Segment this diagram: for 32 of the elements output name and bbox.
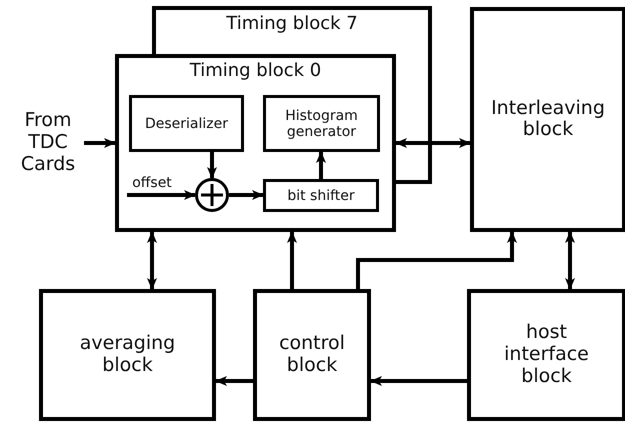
text-label: offset [131, 174, 173, 192]
process-box [263, 179, 379, 212]
arrow [565, 231, 575, 290]
block-box [470, 7, 625, 232]
block-box [39, 289, 216, 421]
block-title: Timing block 7 [225, 14, 359, 35]
arrow [316, 151, 326, 179]
block-title: Timing block 0 [188, 61, 322, 82]
arrow [215, 376, 253, 386]
block-label: Histogram generator [284, 107, 359, 140]
block-box [253, 289, 371, 421]
arrow [84, 138, 116, 148]
block-label: Interleaving block [490, 98, 606, 142]
process-box [129, 95, 244, 152]
block-label: host interface block [503, 322, 590, 388]
block-box [115, 54, 396, 232]
arrow [356, 231, 517, 289]
process-box [263, 95, 380, 152]
arrow [127, 190, 196, 200]
adder-circle [195, 178, 229, 212]
arrow [147, 231, 157, 290]
block-label: bit shifter [286, 187, 356, 204]
arrow [207, 152, 217, 179]
arrow [287, 231, 297, 289]
block-box [467, 289, 625, 421]
block-label: averaging block [78, 333, 176, 377]
block-label: control block [278, 333, 346, 377]
arrow [395, 138, 471, 148]
text-label: From TDC Cards [20, 110, 76, 176]
arrow [229, 190, 264, 200]
arrow [370, 376, 467, 386]
block-label: Deserializer [144, 115, 230, 132]
